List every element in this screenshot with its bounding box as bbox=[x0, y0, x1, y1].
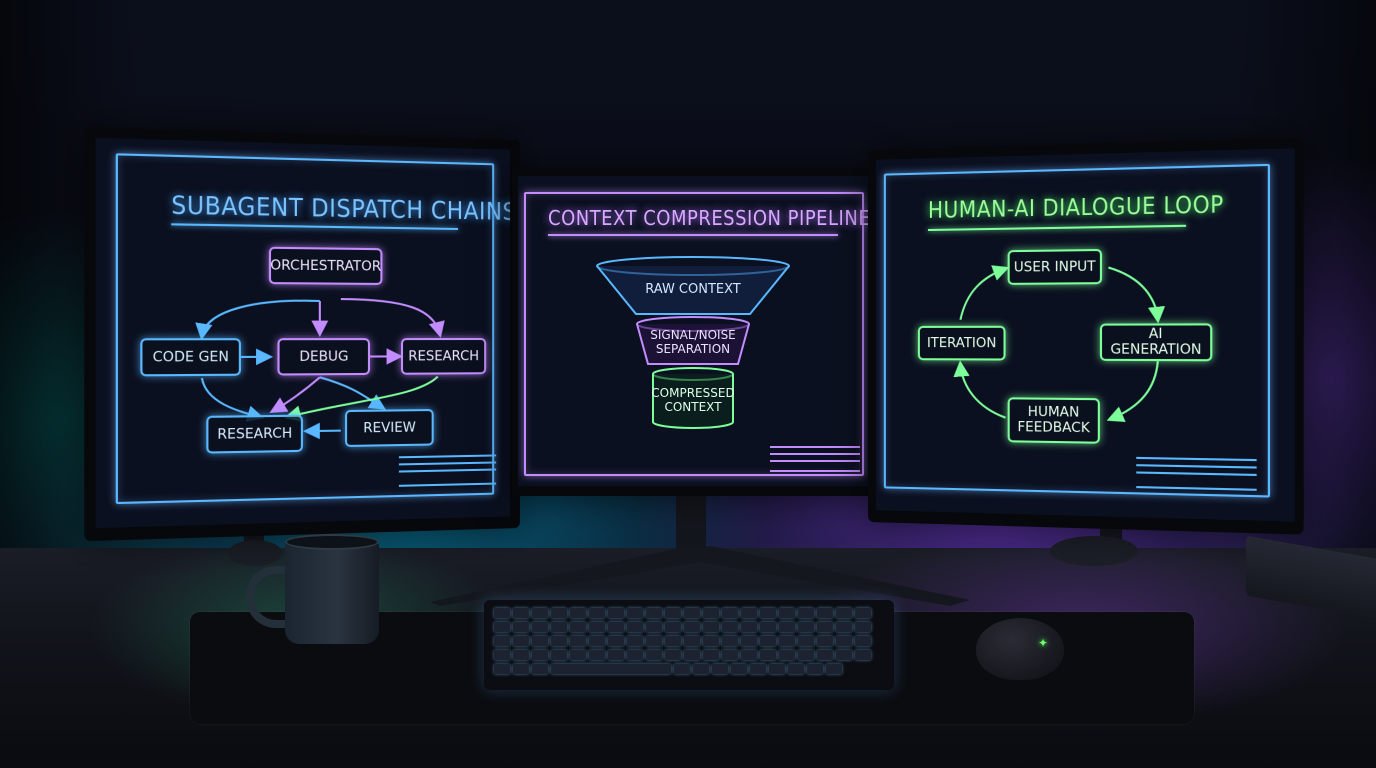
right-monitor: HUMAN-AI DIALOGUE LOOP USER INPUT AI GEN… bbox=[868, 137, 1304, 534]
raw-context-label: RAW CONTEXT bbox=[628, 282, 758, 297]
keyboard-row bbox=[494, 622, 871, 632]
left-deco-grid bbox=[399, 454, 496, 486]
research-node-right: RESEARCH bbox=[401, 338, 486, 375]
left-monitor: SUBAGENT DISPATCH CHAINS ORCHESTRATOR CO… bbox=[84, 127, 520, 541]
ai-generation-node: AI GENERATION bbox=[1100, 323, 1212, 361]
code-gen-node: CODE GEN bbox=[140, 338, 241, 376]
signal-noise-label: SIGNAL/NOISE SEPARATION bbox=[633, 328, 753, 356]
keyboard-row bbox=[494, 636, 871, 646]
left-screen: SUBAGENT DISPATCH CHAINS ORCHESTRATOR CO… bbox=[96, 138, 511, 528]
compressed-context-label: COMPRESSED CONTEXT bbox=[643, 386, 743, 414]
right-screen: HUMAN-AI DIALOGUE LOOP USER INPUT AI GEN… bbox=[876, 148, 1295, 521]
gaming-mouse bbox=[976, 618, 1064, 680]
center-monitor: CONTEXT COMPRESSION PIPELINE RAW CONTEXT… bbox=[512, 168, 876, 496]
review-node: REVIEW bbox=[345, 409, 434, 447]
left-monitor-foot bbox=[228, 540, 282, 566]
keyboard-row bbox=[494, 608, 871, 618]
keyboard-row bbox=[494, 664, 842, 674]
right-monitor-foot bbox=[1050, 536, 1138, 566]
human-feedback-node: HUMAN FEEDBACK bbox=[1008, 397, 1100, 443]
iteration-node: ITERATION bbox=[918, 326, 1006, 361]
mouse-logo-icon: ✦ bbox=[1036, 636, 1050, 650]
center-screen: CONTEXT COMPRESSION PIPELINE RAW CONTEXT… bbox=[518, 176, 870, 486]
coffee-mug bbox=[285, 540, 379, 644]
debug-node: DEBUG bbox=[277, 338, 370, 375]
keyboard bbox=[484, 600, 894, 690]
orchestrator-node: ORCHESTRATOR bbox=[269, 247, 383, 285]
research-node-bottom: RESEARCH bbox=[206, 415, 303, 454]
user-input-node: USER INPUT bbox=[1008, 249, 1102, 285]
center-deco-grid bbox=[770, 446, 860, 472]
right-deco-grid bbox=[1136, 457, 1256, 491]
keyboard-row bbox=[494, 650, 871, 660]
mug-rim bbox=[285, 534, 379, 550]
